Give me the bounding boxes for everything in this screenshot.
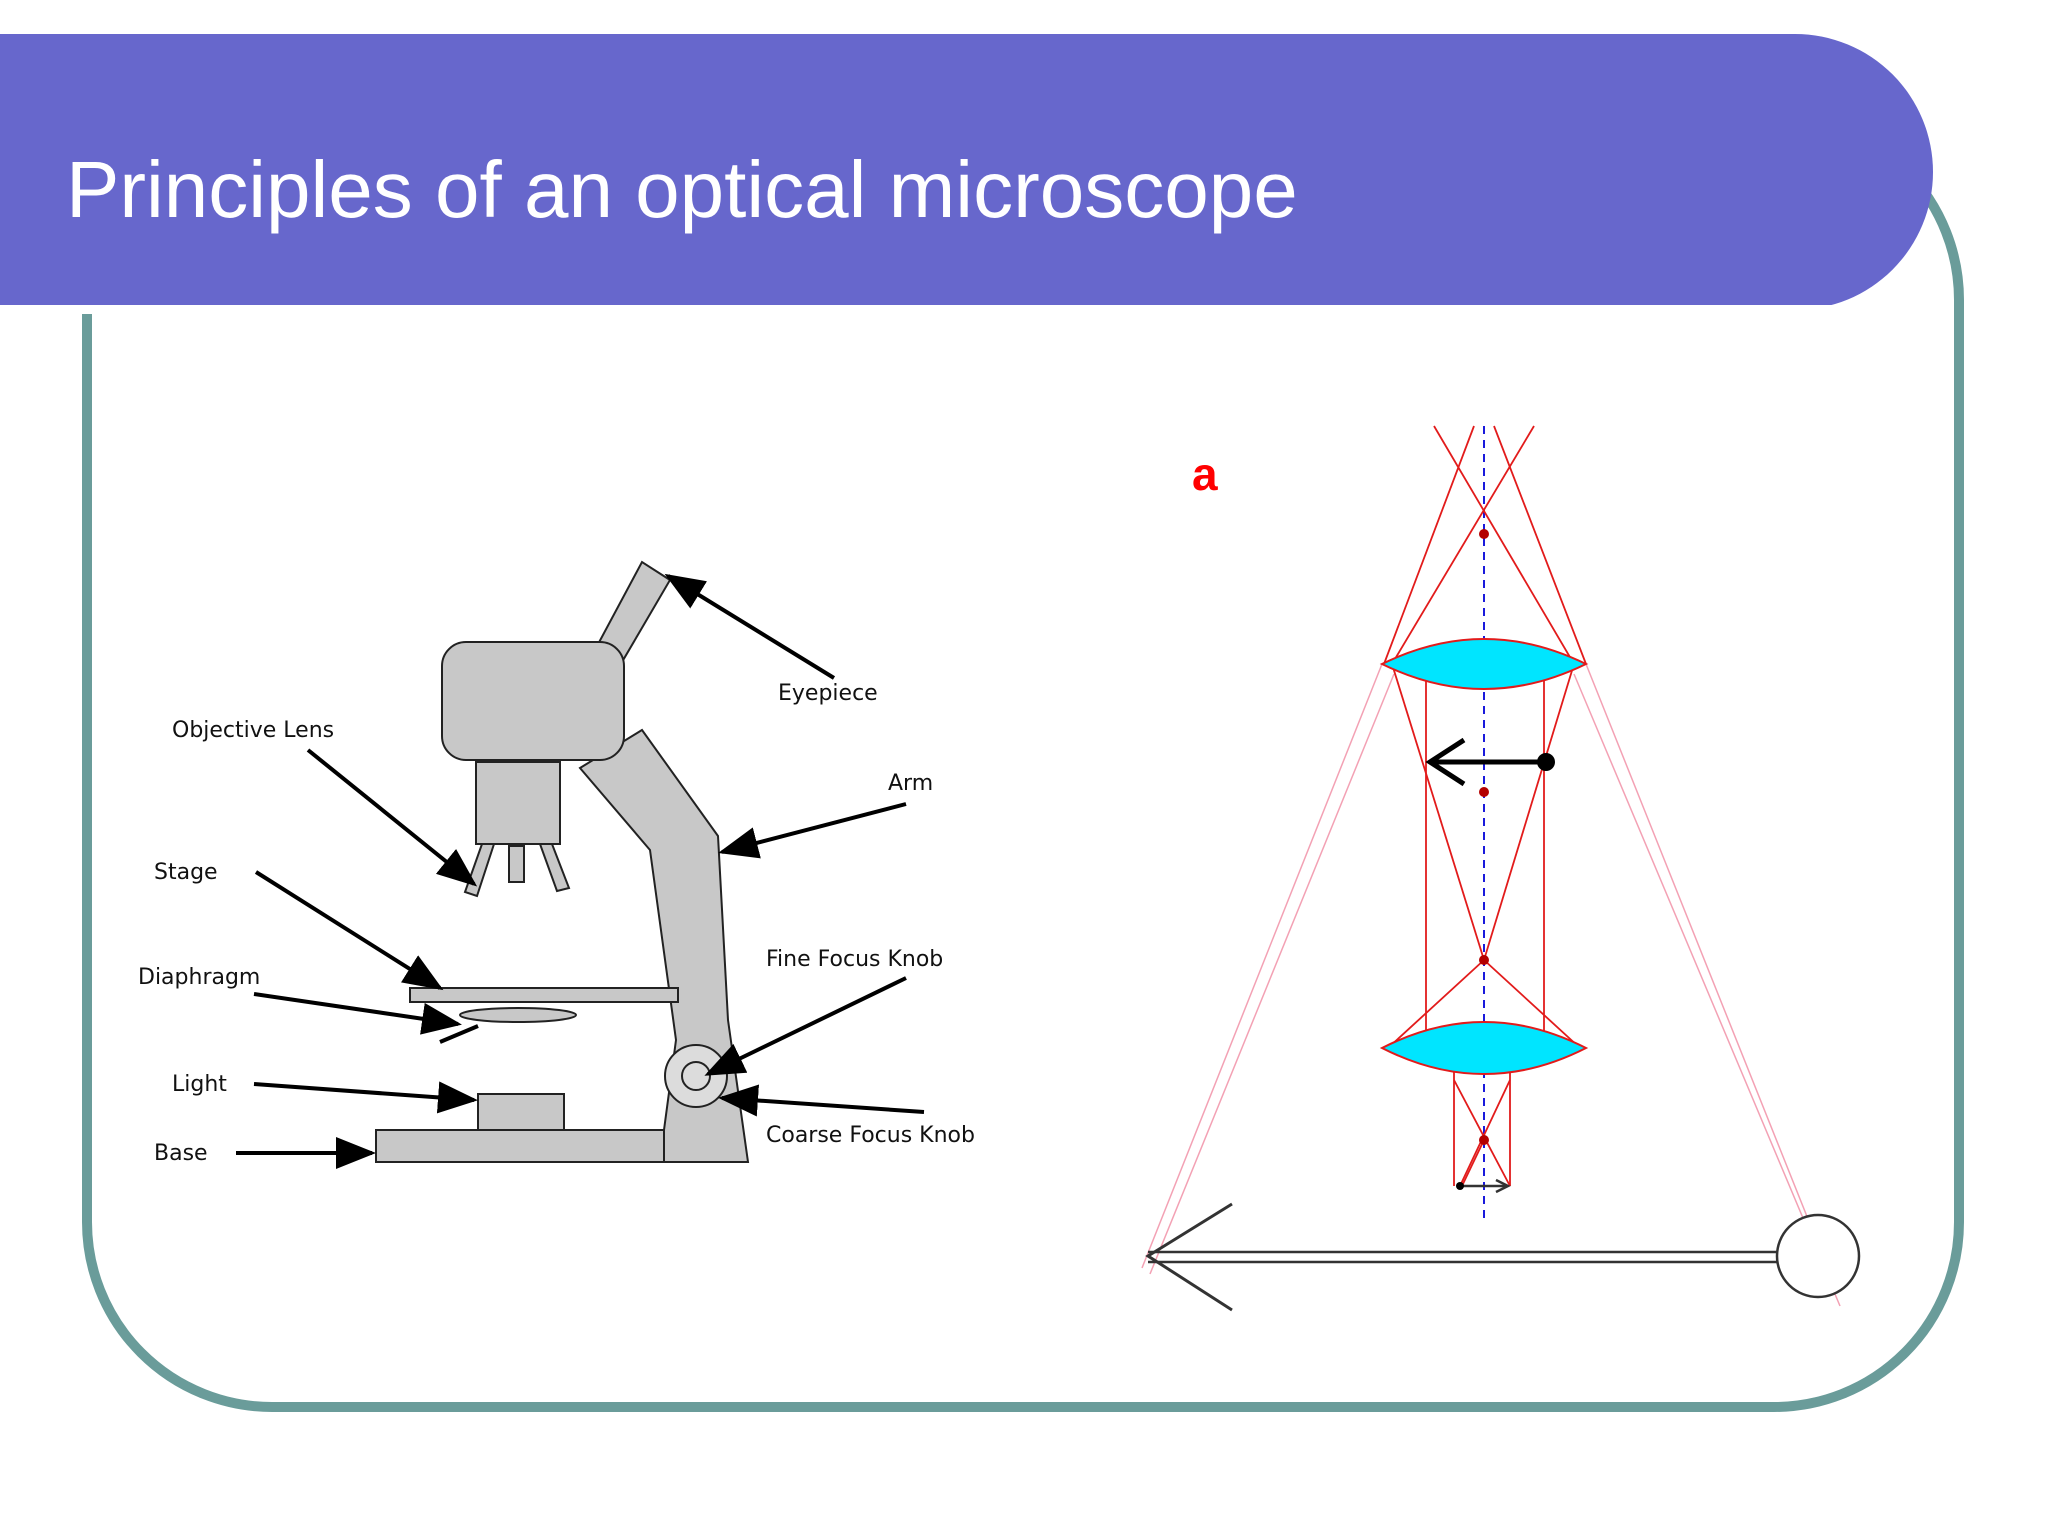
microscope-base — [375, 1129, 665, 1163]
title-bar: Principles of an optical microscope — [0, 34, 1933, 314]
light-source — [477, 1093, 565, 1131]
coarse-focus-knob-arrow — [718, 1084, 925, 1117]
label-arrows — [236, 573, 925, 1169]
label-light: Light — [172, 1072, 227, 1097]
label-arm: Arm — [888, 771, 933, 796]
objective-housing — [475, 761, 561, 845]
diaphragm-disc — [459, 1007, 577, 1023]
microscope-labels: Eyepiece Objective Lens Arm Stage Fine F… — [138, 681, 975, 1166]
panel-label: a — [1192, 448, 1218, 500]
light-arrow — [253, 1081, 478, 1114]
label-coarse-focus-knob: Coarse Focus Knob — [766, 1123, 975, 1148]
label-eyepiece: Eyepiece — [778, 681, 878, 706]
stage-arrow — [254, 870, 444, 991]
intermediate-image-arrow — [1425, 737, 1555, 787]
eyepiece-arrow — [664, 573, 836, 680]
label-objective-lens: Objective Lens — [172, 718, 334, 743]
slide-title: Principles of an optical microscope — [66, 145, 1298, 234]
fine-focus-knob-arrow — [704, 976, 907, 1076]
label-fine-focus-knob: Fine Focus Knob — [766, 947, 943, 972]
objective-lens-right — [538, 843, 571, 893]
diaphragm-pointer-tick — [439, 1024, 479, 1044]
microscope-stage — [409, 987, 679, 1003]
object-arrow — [1456, 1178, 1511, 1194]
objective-lens — [1379, 1021, 1589, 1075]
faint-rays — [1141, 663, 1841, 1307]
label-base: Base — [154, 1141, 208, 1166]
objective-lens-middle — [508, 845, 525, 883]
focal-points — [1479, 529, 1489, 1145]
diaphragm-arrow — [253, 992, 462, 1035]
final-image-arrow — [1145, 1202, 1861, 1312]
red-rays — [1383, 425, 1587, 1187]
objective-lens-arrow — [306, 748, 478, 887]
fine-focus-knob — [681, 1061, 711, 1091]
arm-arrow — [718, 802, 907, 859]
objective-lens-left — [463, 843, 496, 898]
title-divider-line — [0, 305, 1835, 314]
eyepiece-lens — [1379, 638, 1589, 690]
ray-diagram: a — [1141, 425, 1861, 1312]
label-diaphragm: Diaphragm — [138, 965, 260, 990]
microscope-diagram — [375, 560, 750, 1163]
label-stage: Stage — [154, 860, 218, 885]
microscope-head — [441, 641, 625, 761]
